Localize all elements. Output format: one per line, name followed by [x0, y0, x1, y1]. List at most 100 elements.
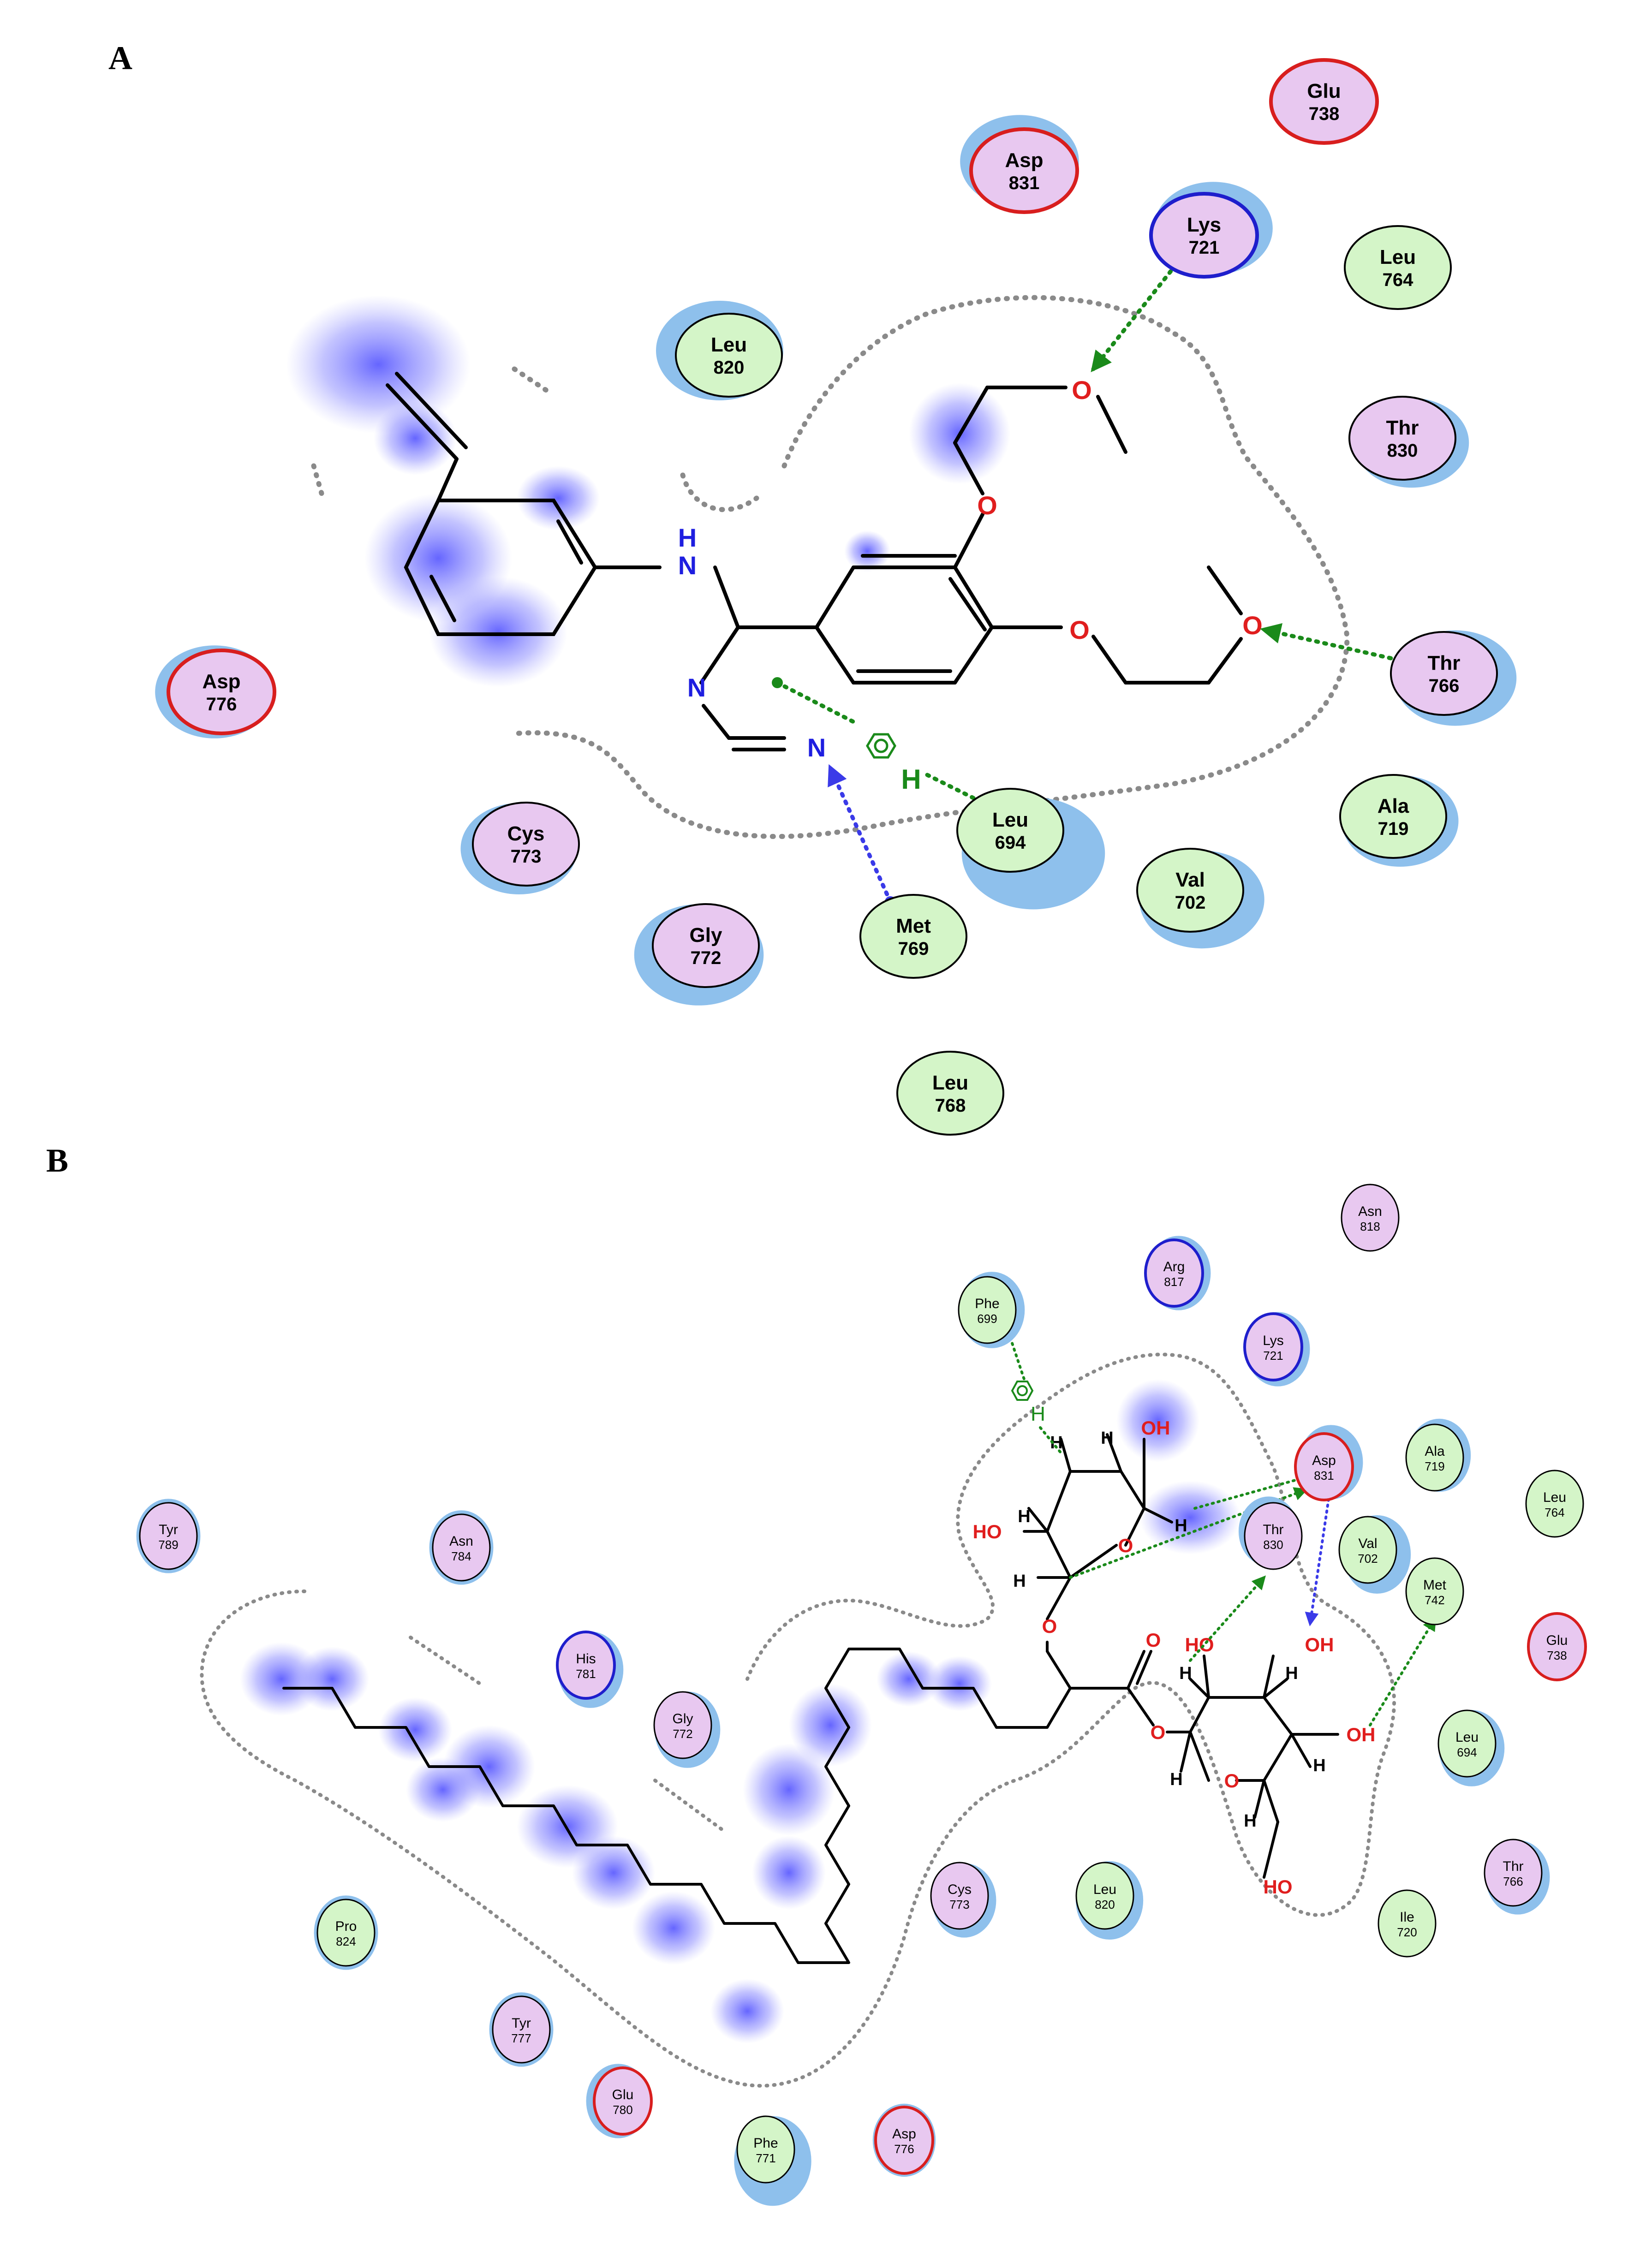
residue-number: 702: [1358, 1552, 1378, 1566]
residue-disc: [896, 1051, 1004, 1136]
residue-disc: [1339, 774, 1447, 859]
sugar2-ch2oh-label: HO: [1264, 1876, 1293, 1898]
stereo-h-label: H: [1244, 1811, 1256, 1831]
residue-number: 719: [1425, 1459, 1444, 1473]
methoxy-o1-label: O: [1072, 375, 1092, 405]
sugar1-oh-left-label: HO: [973, 1521, 1002, 1542]
stereo-h-label: H: [1101, 1429, 1113, 1448]
residue-number: 773: [949, 1898, 969, 1911]
stereo-h-label: H: [1170, 1770, 1182, 1789]
residue-disc: [1244, 1502, 1303, 1570]
pi-h-label: H: [901, 764, 921, 795]
residue-name: Lys: [1187, 214, 1221, 236]
residue-name: Ile: [1400, 1910, 1414, 1925]
sugar2-ring-o-label: O: [1224, 1770, 1240, 1792]
hbond-thr766: [1260, 623, 1409, 664]
residue-name: Leu: [711, 333, 747, 356]
residue-name: Asp: [892, 2126, 916, 2142]
carbonyl-o-label: O: [1146, 1629, 1161, 1651]
residue-name: Phe: [975, 1296, 999, 1311]
panel-b: B: [46, 1142, 1587, 2206]
residue-number: 738: [1309, 104, 1340, 124]
sugar2-oh-right-label: OH: [1347, 1724, 1376, 1745]
residue-disc: [1527, 1612, 1587, 1681]
pi-ring-icon-b: [1011, 1381, 1034, 1401]
sugar2-oh-top-label: OH: [1305, 1634, 1334, 1655]
residue-number: 789: [158, 1538, 178, 1552]
residue-name: Cys: [507, 822, 545, 845]
residue-name: Pro: [335, 1919, 357, 1934]
interactions-a: [775, 256, 1409, 904]
pi-h-contact-line: [1039, 1426, 1062, 1454]
residue-disc: [1075, 1862, 1134, 1930]
residue-disc: [139, 1502, 198, 1570]
residue-number: 831: [1314, 1469, 1334, 1482]
residue-name: Asp: [202, 670, 240, 693]
residue-name: Cys: [948, 1882, 972, 1897]
residue-number: 738: [1547, 1649, 1567, 1662]
residue-number: 776: [894, 2142, 914, 2156]
residue-name: Leu: [932, 1071, 968, 1094]
residue-disc: [956, 788, 1064, 873]
residue-name: Met: [1423, 1577, 1447, 1593]
residue-disc: [1525, 1470, 1584, 1538]
residue-number: 818: [1360, 1220, 1380, 1233]
pi-ring-icon: [866, 733, 896, 759]
residue-number: 781: [576, 1667, 596, 1681]
hbond-thr830: [1189, 1575, 1266, 1662]
hbond-met769: [828, 764, 893, 904]
residue-disc: [1405, 1423, 1464, 1492]
ether-o1-label: O: [977, 491, 997, 520]
residue-disc: [1405, 1557, 1464, 1625]
residue-disc: [492, 1995, 551, 2064]
residue-number: 694: [995, 833, 1026, 853]
residue-number: 772: [673, 1727, 692, 1741]
stereo-h-label: H: [1018, 1507, 1030, 1526]
residue-disc: [969, 127, 1079, 214]
ring-n1-label: N: [687, 673, 706, 702]
residue-name: Leu: [992, 809, 1028, 831]
residue-disc: [1294, 1432, 1354, 1501]
residue-name: Glu: [612, 2087, 634, 2102]
ester-o-link-label: O: [1042, 1615, 1057, 1637]
panel-a: A: [108, 40, 1517, 1136]
residue-disc: [874, 2106, 934, 2175]
residue-disc: [1338, 1516, 1397, 1584]
residue-name: Met: [896, 915, 931, 937]
residue-name: Glu: [1546, 1633, 1568, 1648]
residue-disc: [653, 1691, 712, 1759]
ligand-a-bonds: [386, 372, 1243, 751]
residue-name: Leu: [1543, 1490, 1566, 1505]
pi-h-contact-line: [925, 773, 976, 800]
residue-name: Leu: [1380, 246, 1416, 268]
stereo-h-label: H: [1285, 1664, 1298, 1683]
ligand-a-shadows: [286, 295, 1010, 687]
hbond-asp831-a: [1193, 1472, 1313, 1510]
ligand-b-bonds: [282, 1433, 1339, 1964]
residue-number: 830: [1263, 1538, 1283, 1552]
residue-number: 742: [1425, 1593, 1444, 1607]
residue-name: Leu: [1093, 1882, 1116, 1897]
